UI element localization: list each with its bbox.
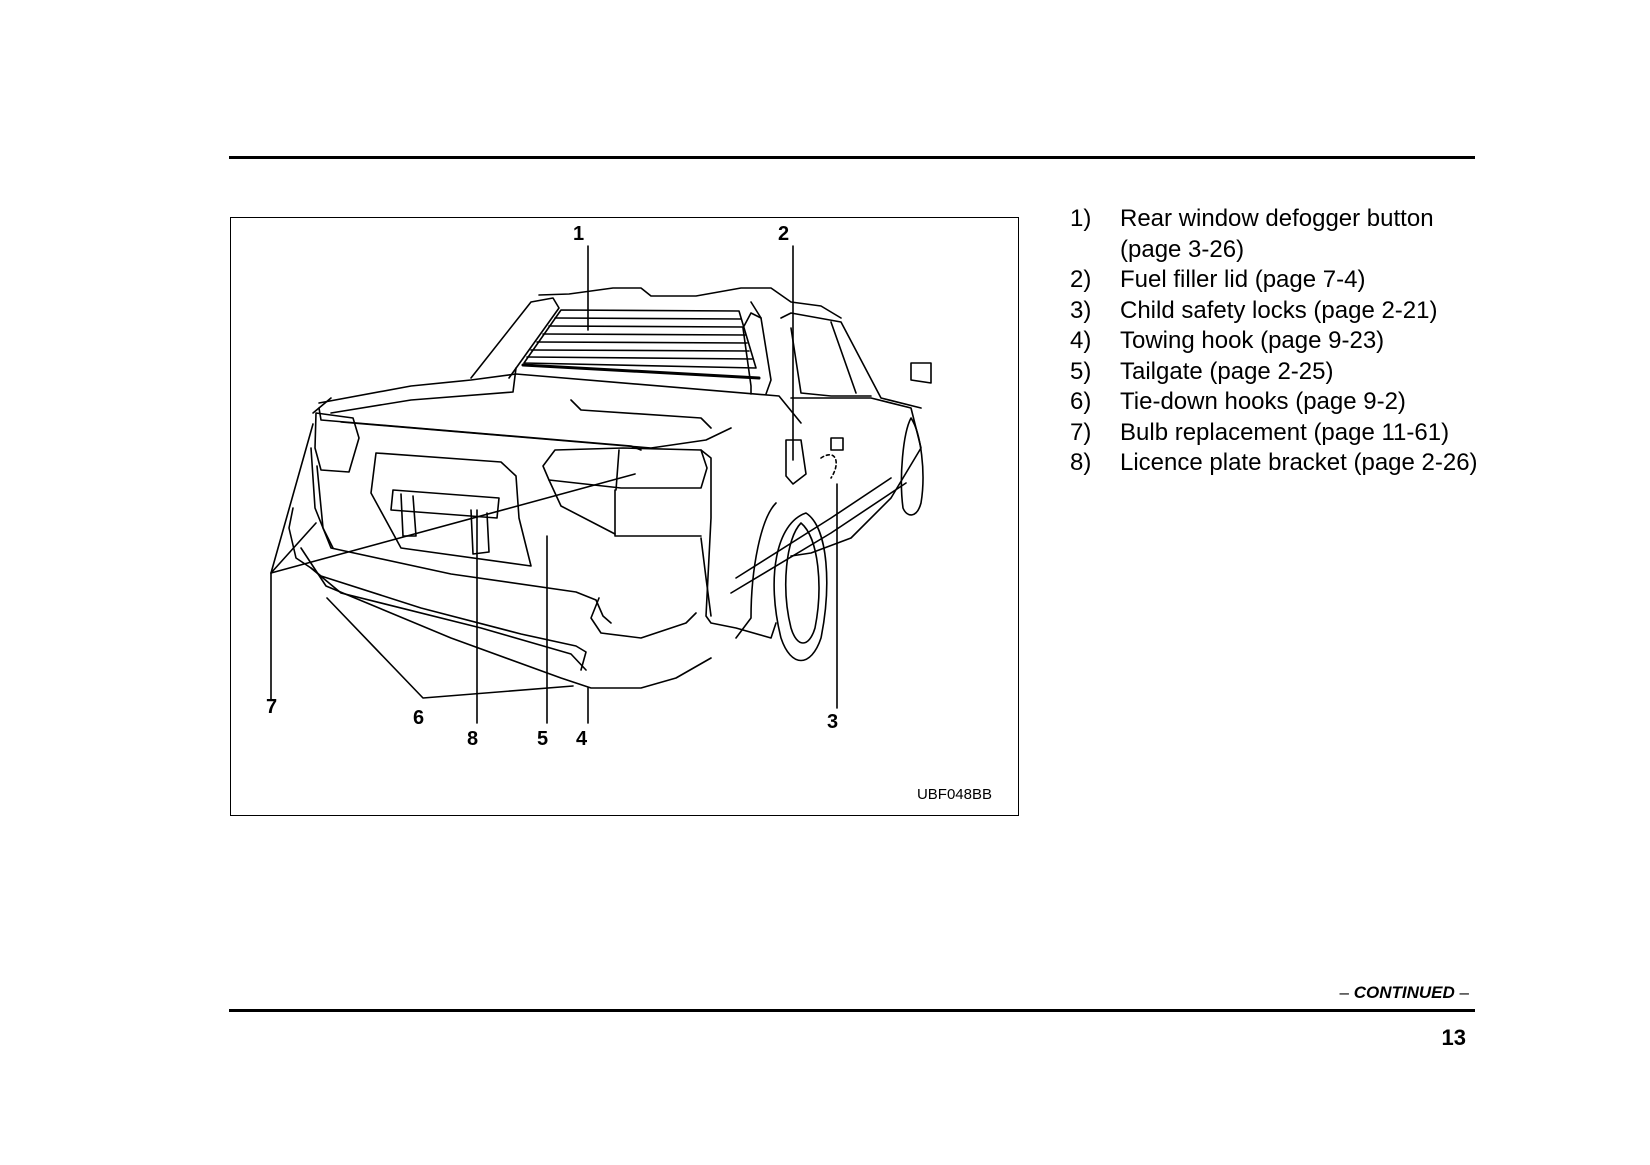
callout-8: 8: [467, 728, 479, 750]
legend-item-number: 5): [1070, 357, 1092, 385]
legend-item-number: 1): [1070, 205, 1092, 232]
legend-item: 7) Bulb replacement (page 11-61): [1070, 418, 1480, 449]
callout-4: 4: [576, 728, 588, 750]
legend-item-number: 4): [1070, 327, 1092, 354]
callout-6: 6: [413, 707, 425, 729]
parts-legend: 1) Rear window defogger button (page 3-2…: [1070, 204, 1480, 479]
legend-item-text: Towing hook (page 9-23): [1120, 327, 1385, 354]
header-rule: [229, 156, 1475, 159]
legend-item-text: Bulb replacement (page 11-61): [1120, 418, 1450, 446]
figure-code: UBF048BB: [916, 786, 992, 803]
continued-dash-left: –: [1339, 983, 1349, 1002]
continued-dash-right: –: [1459, 983, 1469, 1002]
legend-item: 3) Child safety locks (page 2-21): [1070, 296, 1480, 327]
legend-item: 1) Rear window defogger button (page 3-2…: [1070, 204, 1480, 265]
callout-7: 7: [266, 696, 278, 718]
vehicle-rear-illustration: 1 2 3 4 5 6 7 8 UBF048BB: [230, 217, 1019, 816]
legend-item-text: Tailgate (page 2-25): [1120, 357, 1334, 385]
legend-item-text: Rear window defogger button (page 3-26): [1120, 205, 1434, 263]
legend-item-text: Tie-down hooks (page 9-2): [1120, 388, 1406, 415]
callout-2: 2: [778, 223, 790, 245]
legend-item: 2) Fuel filler lid (page 7-4): [1070, 265, 1480, 296]
legend-item-number: 3): [1070, 296, 1092, 324]
footer-rule: [229, 1009, 1475, 1012]
callout-3: 3: [827, 711, 839, 733]
legend-item: 5) Tailgate (page 2-25): [1070, 357, 1480, 388]
continued-marker: – CONTINUED –: [1340, 983, 1469, 1003]
legend-item: 4) Towing hook (page 9-23): [1070, 326, 1480, 357]
legend-item-number: 8): [1070, 449, 1092, 476]
legend-item-text: Child safety locks (page 2-21): [1120, 296, 1438, 324]
legend-item-text: Fuel filler lid (page 7-4): [1120, 266, 1366, 293]
callout-1: 1: [573, 223, 585, 245]
page-number: 13: [1441, 1025, 1466, 1050]
legend-item-text: Licence plate bracket (page 2-26): [1120, 449, 1478, 476]
legend-item-number: 7): [1070, 418, 1092, 446]
legend-item: 8) Licence plate bracket (page 2-26): [1070, 448, 1480, 479]
continued-label: CONTINUED: [1353, 983, 1455, 1002]
callout-5: 5: [537, 728, 549, 750]
legend-item: 6) Tie-down hooks (page 9-2): [1070, 387, 1480, 418]
vehicle-drawing: [270, 245, 932, 724]
legend-item-number: 6): [1070, 388, 1092, 415]
legend-item-number: 2): [1070, 266, 1092, 293]
